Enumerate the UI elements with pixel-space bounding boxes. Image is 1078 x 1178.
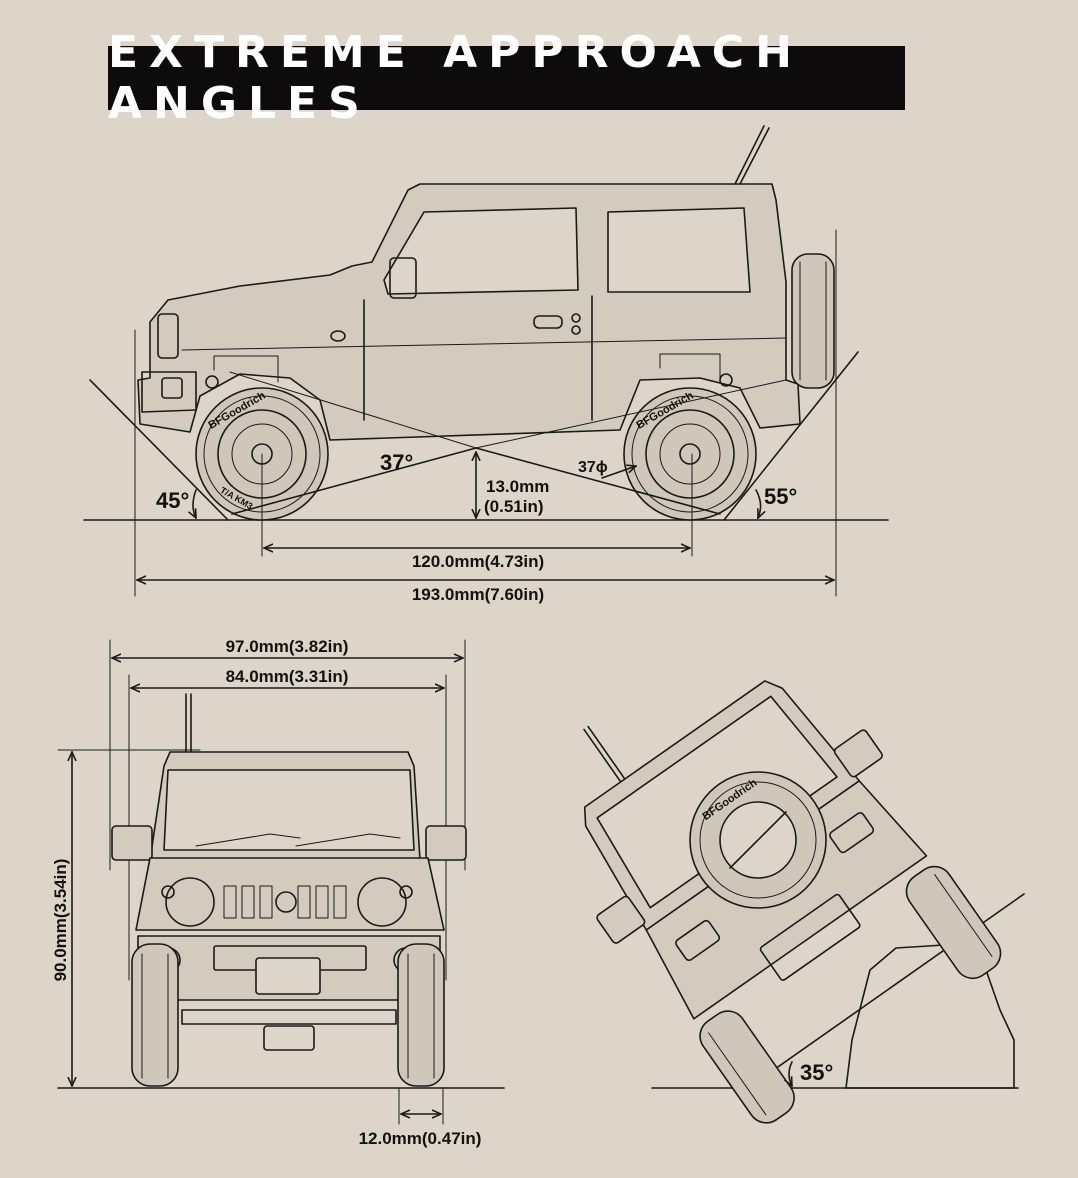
front-right-tire bbox=[397, 943, 445, 1087]
tire-width-label: 12.0mm(0.47in) bbox=[359, 1129, 482, 1148]
breakover-angle-label: 37° bbox=[380, 450, 413, 475]
climb-angle-label: 35° bbox=[800, 1060, 833, 1085]
title-banner: EXTREME APPROACH ANGLES bbox=[108, 27, 905, 129]
height-label: 90.0mm(3.54in) bbox=[51, 859, 70, 982]
breakover-line-rear bbox=[475, 447, 721, 515]
approach-angle-line bbox=[89, 379, 229, 521]
track-width-label: 84.0mm(3.31in) bbox=[226, 667, 349, 686]
overall-width-label: 97.0mm(3.82in) bbox=[226, 637, 349, 656]
shock-angle-label: 37ϕ bbox=[578, 459, 608, 476]
climb-angle-arc bbox=[789, 1061, 792, 1086]
front-car-body bbox=[111, 693, 467, 1051]
side-view: BFGoodrich T/A KM3 BFGoodrich 45° 37° 55… bbox=[83, 125, 889, 604]
wheelbase-label: 120.0mm(4.73in) bbox=[412, 552, 544, 571]
front-view: 97.0mm(3.82in) 84.0mm(3.31in) 90.0mm(3.5… bbox=[51, 637, 505, 1148]
ground-clearance-mm: 13.0mm bbox=[486, 477, 549, 496]
departure-angle-arc bbox=[755, 489, 761, 518]
side-rear-wheel bbox=[623, 387, 757, 521]
approach-angle-label: 45° bbox=[156, 488, 189, 513]
ground-clearance-in: (0.51in) bbox=[484, 497, 544, 516]
rear-climb-view: BFGoodrich 35° bbox=[583, 680, 1025, 1124]
spare-tire bbox=[689, 771, 827, 909]
side-car-body bbox=[137, 125, 835, 441]
breakover-line-front bbox=[231, 447, 477, 515]
departure-angle-label: 55° bbox=[764, 484, 797, 509]
approach-angle-arc bbox=[193, 489, 196, 518]
title-text: EXTREME APPROACH ANGLES bbox=[108, 27, 803, 129]
front-left-tire bbox=[131, 943, 179, 1087]
length-label: 193.0mm(7.60in) bbox=[412, 585, 544, 604]
